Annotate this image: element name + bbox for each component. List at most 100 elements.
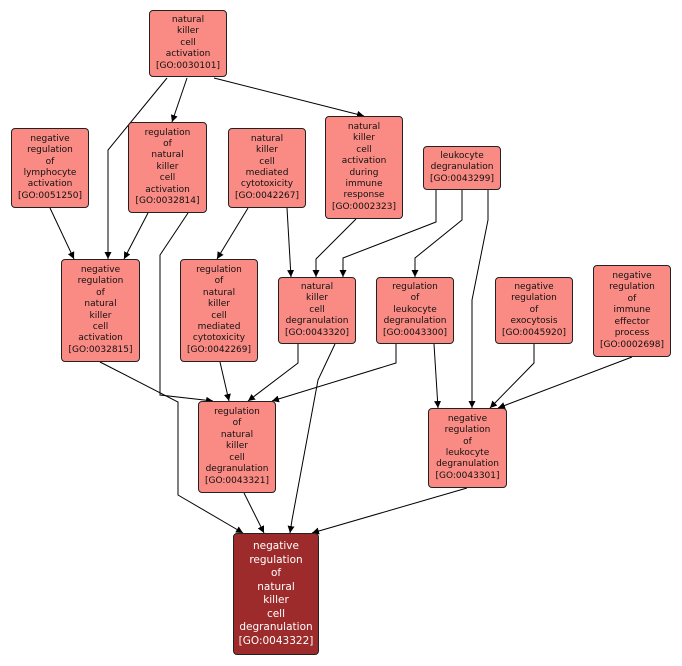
node-label-line: activation — [78, 333, 123, 344]
node-label-line: mediated — [245, 168, 289, 178]
node-label-line: of — [463, 436, 472, 447]
edge-GO0042267-to-GO0042269 — [216, 207, 249, 260]
node-label-line: of — [96, 287, 105, 298]
node-label-line: negative — [447, 413, 488, 424]
node-label-line: regulation — [214, 407, 260, 418]
edge-GO0032814-to-GO0043321 — [159, 212, 214, 404]
node-label-line: of — [529, 304, 539, 315]
edge-GO0030101-to-GO0002323 — [213, 77, 365, 118]
node-label-line: leukocyte — [393, 304, 437, 315]
node-label-line: of — [163, 138, 172, 149]
node-label-line: cytotoxicity — [192, 333, 246, 344]
node-label-line: degranulation — [285, 316, 349, 327]
node-label-line: of — [214, 276, 224, 287]
node-label-line: cell — [229, 452, 245, 463]
node-label-line: lymphocyte — [23, 168, 77, 178]
node-label-line: degranulation — [436, 459, 499, 470]
node-label-line: activation — [341, 156, 387, 167]
node-label-line: [GO:0030101] — [155, 60, 221, 71]
node-label-line: of — [270, 567, 282, 579]
edge-GO0002698-to-GO0043301 — [497, 356, 633, 409]
node-label-line: effector — [614, 316, 650, 327]
node-label-line: [GO:0043300] — [382, 327, 448, 338]
edge-GO0043321-to-GO0043322 — [243, 492, 265, 534]
edge-GO0002323-to-GO0043320 — [312, 218, 357, 277]
node-label-line: cell — [356, 144, 372, 155]
node-label-line: [GO:0045920] — [501, 327, 567, 338]
edge-GO0043299-to-GO0043320 — [339, 190, 437, 277]
edge-GO0042267-to-GO0043320 — [286, 207, 295, 278]
node-label-line: [GO:0051250] — [17, 190, 83, 201]
node-label-line: killer — [208, 299, 230, 310]
node-label-line: killer — [256, 145, 278, 156]
node-label-line: natural — [202, 287, 236, 298]
node-label-line: killer — [156, 161, 179, 172]
edge-GO0045920-to-GO0043301 — [489, 344, 535, 409]
node-label-line: degranulation — [430, 162, 494, 173]
node-label-line: [GO:0032814] — [135, 196, 200, 207]
node-label-line: regulation — [196, 264, 242, 275]
node-label-line: [GO:0042267] — [234, 190, 300, 201]
node-label-line: killer — [306, 293, 328, 304]
edge-GO0030101-to-GO0032815 — [104, 77, 168, 259]
node-label-line: of — [410, 293, 420, 304]
node-label-line: regulation — [249, 553, 303, 566]
node-label-line: during — [349, 167, 379, 178]
node-label-line: negative — [612, 271, 652, 282]
node-label-line: [GO:0043301] — [435, 470, 500, 481]
node-label-line: negative — [253, 540, 299, 552]
node-label-line: cell — [159, 173, 176, 184]
node-label-line: degranulation — [383, 316, 447, 327]
edge-GO0051250-to-GO0032815 — [49, 207, 75, 260]
node-label-line: [GO:0042269] — [186, 344, 252, 355]
node-label-line: of — [45, 156, 55, 167]
edge-GO0043299-to-GO0043300 — [411, 190, 463, 277]
edge-GO0043299-to-GO0043301 — [468, 190, 489, 408]
node-label-line: negative — [80, 264, 121, 275]
node-label-line: regulation — [609, 282, 655, 293]
node-label-line: regulation — [77, 276, 124, 287]
edge-GO0043320-to-GO0043322 — [287, 343, 336, 534]
node-label-line: exocytosis — [510, 316, 558, 327]
node-label-line: of — [627, 293, 637, 304]
node-label-line: [GO:0043299] — [429, 173, 495, 184]
node-label-line: natural — [347, 121, 381, 132]
node-label-line: activation — [165, 49, 211, 60]
node-label-line: cell — [259, 156, 275, 167]
node-label-line: negative — [514, 281, 554, 292]
node-label-line: degranulation — [205, 464, 269, 475]
node-label-line: of — [232, 418, 242, 429]
node-label-line: leukocyte — [440, 150, 484, 161]
node-label-line: mediated — [197, 321, 241, 332]
node-label-line: natural — [300, 281, 334, 292]
node-label-line: [GO:0043320] — [284, 327, 350, 338]
node-label-line: killer — [263, 594, 289, 606]
node-label-line: regulation — [392, 281, 438, 292]
edge-GO0030101-to-GO0032814 — [170, 77, 188, 123]
node-label-line: regulation — [144, 127, 191, 138]
edge-GO0042269-to-GO0043321 — [219, 361, 231, 402]
node-label-line: regulation — [511, 293, 557, 304]
edge-GO0032814-to-GO0032815 — [123, 212, 149, 260]
node-label-line: cell — [92, 321, 109, 332]
node-label-line: natural — [257, 580, 295, 593]
node-label-line: leukocyte — [445, 448, 490, 458]
node-label-line: [GO:0043321] — [204, 475, 270, 486]
